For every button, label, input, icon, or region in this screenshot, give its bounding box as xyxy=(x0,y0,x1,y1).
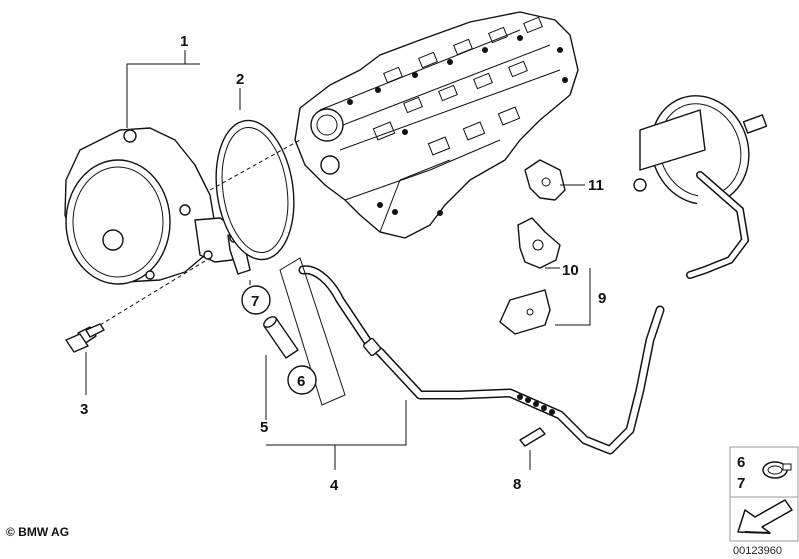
label-6: 6 xyxy=(297,373,305,390)
label-9: 9 xyxy=(598,290,606,307)
circle-label-7-ring xyxy=(241,285,271,315)
label-4: 4 xyxy=(330,477,339,494)
hose-clip[interactable] xyxy=(519,427,546,447)
leader-lines xyxy=(85,50,591,470)
direction-arrow-icon xyxy=(737,499,793,534)
bolt[interactable] xyxy=(65,323,105,353)
brake-booster[interactable] xyxy=(633,82,768,279)
cylinder-head[interactable] xyxy=(294,11,579,239)
label-10: 10 xyxy=(562,262,579,279)
holder[interactable] xyxy=(517,217,561,269)
document-number: 00123960 xyxy=(733,545,782,557)
vacuum-line[interactable] xyxy=(298,265,665,455)
hose-piece[interactable] xyxy=(262,315,299,359)
copyright-text: © BMW AG xyxy=(6,525,69,539)
label-1: 1 xyxy=(180,33,188,50)
legend-panel: 6 7 xyxy=(729,446,799,542)
bracket[interactable] xyxy=(499,289,551,335)
label-3: 3 xyxy=(80,401,88,418)
hose-clamp-icon xyxy=(762,461,792,479)
legend-7: 7 xyxy=(737,475,745,492)
label-11: 11 xyxy=(588,177,604,194)
gasket-ring[interactable] xyxy=(208,115,303,264)
label-8: 8 xyxy=(513,476,521,493)
vacuum-pump[interactable] xyxy=(64,127,251,285)
circle-label-6-ring xyxy=(287,365,317,395)
grommet[interactable] xyxy=(524,159,566,201)
label-2: 2 xyxy=(236,71,244,88)
label-5: 5 xyxy=(260,419,268,436)
legend-6: 6 xyxy=(737,454,745,471)
label-7: 7 xyxy=(251,293,259,310)
